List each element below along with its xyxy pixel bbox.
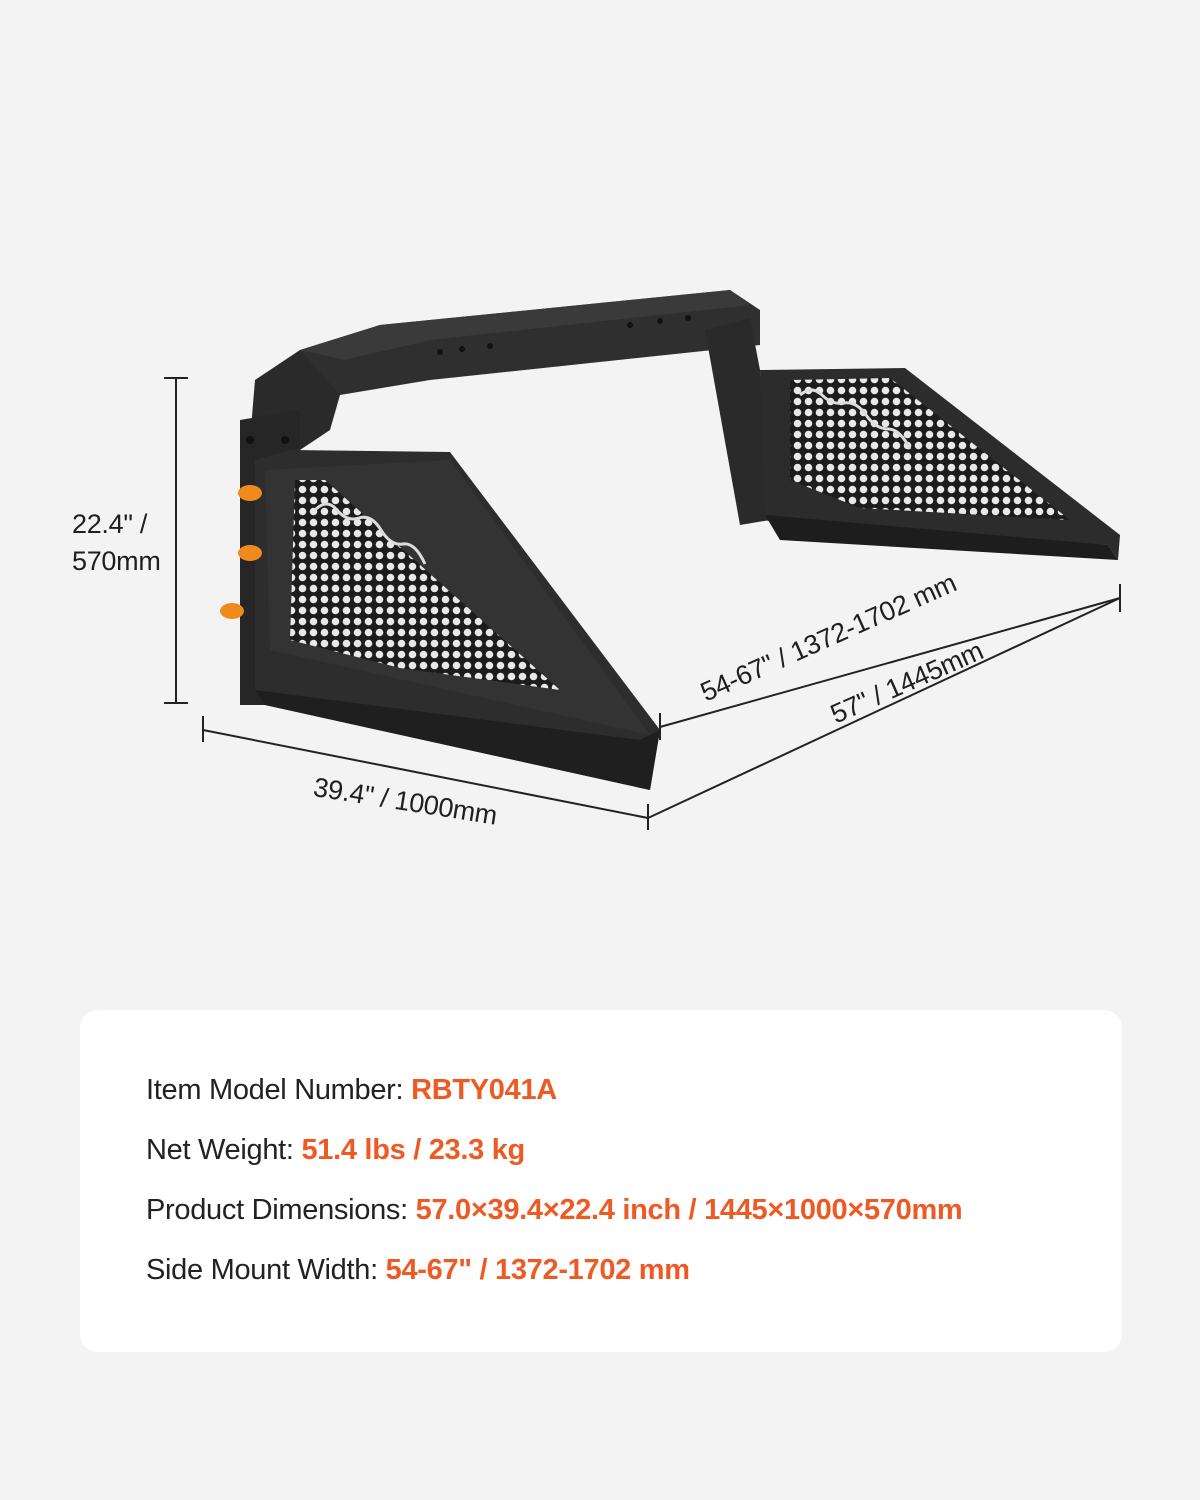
height-line-2: 570mm (72, 546, 161, 576)
spec-label: Product Dimensions: (146, 1194, 416, 1226)
spec-value: 54-67" / 1372-1702 mm (385, 1254, 690, 1286)
spec-row-weight: Net Weight: 51.4 lbs / 23.3 kg (146, 1134, 525, 1167)
spec-label: Item Model Number: (146, 1074, 412, 1106)
height-dimension-label: 22.4" / 570mm (72, 506, 161, 580)
spec-value: RBTY041A (411, 1074, 557, 1106)
spec-value: 51.4 lbs / 23.3 kg (301, 1134, 525, 1166)
spec-row-side-mount: Side Mount Width: 54-67" / 1372-1702 mm (146, 1254, 690, 1287)
spec-label: Side Mount Width: (146, 1254, 386, 1286)
product-illustration: 22.4" / 570mm 39.4" / 1000mm 54-67" / 13… (72, 290, 1121, 831)
spec-value: 57.0×39.4×22.4 inch / 1445×1000×570mm (415, 1194, 963, 1226)
spec-card: Item Model Number: RBTY041A Net Weight: … (80, 1010, 1122, 1352)
height-line-1: 22.4" / (72, 509, 148, 539)
sport-bar-rack (220, 290, 1120, 790)
spec-label: Net Weight: (146, 1134, 302, 1166)
amber-marker-lights (220, 485, 262, 619)
rack-drawing (164, 290, 1121, 830)
dimension-lines (164, 377, 1121, 830)
spec-row-dimensions: Product Dimensions: 57.0×39.4×22.4 inch … (146, 1194, 963, 1227)
spec-row-model: Item Model Number: RBTY041A (146, 1074, 557, 1107)
